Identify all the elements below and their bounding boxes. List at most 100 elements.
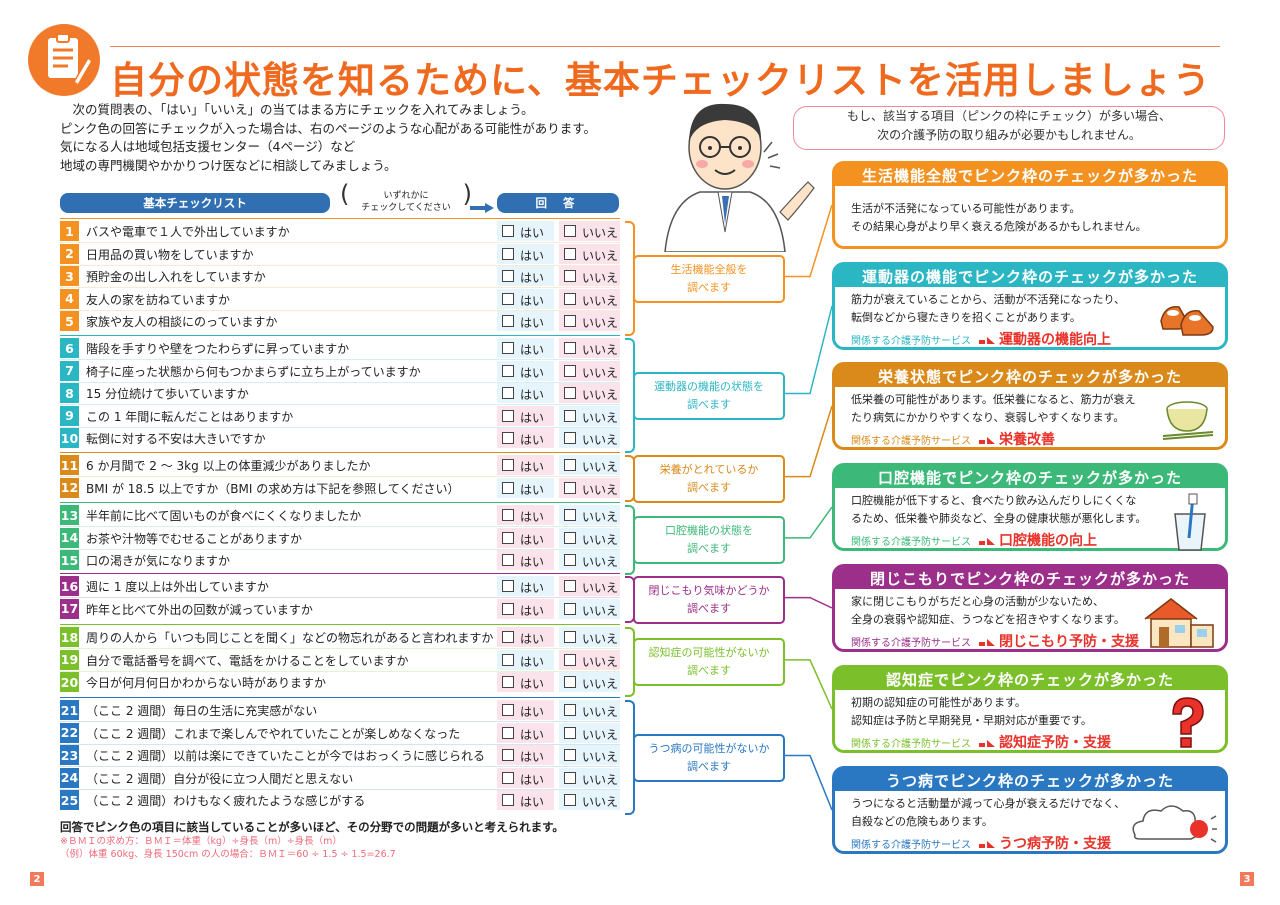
- no-checkbox[interactable]: [564, 554, 576, 567]
- answer-no-cell[interactable]: いいえ: [559, 288, 620, 309]
- answer-no-cell[interactable]: いいえ: [559, 243, 620, 264]
- answer-no-cell[interactable]: いいえ: [559, 477, 620, 498]
- answer-no-cell[interactable]: いいえ: [559, 672, 620, 693]
- yes-checkbox[interactable]: [502, 531, 514, 544]
- answer-no-cell[interactable]: いいえ: [559, 338, 620, 358]
- no-checkbox[interactable]: [564, 387, 576, 400]
- no-checkbox[interactable]: [564, 364, 576, 377]
- answer-no-cell[interactable]: いいえ: [559, 527, 620, 548]
- answer-no-cell[interactable]: いいえ: [559, 455, 620, 475]
- answer-yes-cell[interactable]: はい: [497, 360, 554, 381]
- answer-yes-cell[interactable]: はい: [497, 767, 554, 788]
- answer-no-cell[interactable]: いいえ: [559, 405, 620, 426]
- no-checkbox[interactable]: [564, 531, 576, 544]
- no-checkbox[interactable]: [564, 225, 576, 237]
- no-checkbox[interactable]: [564, 315, 576, 328]
- yes-checkbox[interactable]: [502, 481, 514, 494]
- no-checkbox[interactable]: [564, 432, 576, 445]
- answer-yes-cell[interactable]: はい: [497, 790, 554, 811]
- no-checkbox[interactable]: [564, 292, 576, 305]
- yes-checkbox[interactable]: [502, 387, 514, 400]
- answer-yes-cell[interactable]: はい: [497, 266, 554, 287]
- answer-yes-cell[interactable]: はい: [497, 649, 554, 670]
- answer-no-cell[interactable]: いいえ: [559, 700, 620, 720]
- answer-yes-cell[interactable]: はい: [497, 383, 554, 404]
- no-checkbox[interactable]: [564, 653, 576, 666]
- answer-no-cell[interactable]: いいえ: [559, 383, 620, 404]
- answer-yes-cell[interactable]: はい: [497, 527, 554, 548]
- answer-yes-cell[interactable]: はい: [497, 455, 554, 475]
- answer-no-cell[interactable]: いいえ: [559, 598, 620, 619]
- yes-checkbox[interactable]: [502, 580, 514, 592]
- answer-no-cell[interactable]: いいえ: [559, 550, 620, 571]
- answer-no-cell[interactable]: いいえ: [559, 576, 620, 596]
- no-checkbox[interactable]: [564, 481, 576, 494]
- answer-yes-cell[interactable]: はい: [497, 338, 554, 358]
- no-checkbox[interactable]: [564, 794, 576, 807]
- yes-checkbox[interactable]: [502, 554, 514, 567]
- answer-no-cell[interactable]: いいえ: [559, 221, 620, 241]
- no-checkbox[interactable]: [564, 247, 576, 260]
- no-checkbox[interactable]: [564, 509, 576, 521]
- answer-no-cell[interactable]: いいえ: [559, 627, 620, 647]
- answer-no-cell[interactable]: いいえ: [559, 649, 620, 670]
- answer-yes-cell[interactable]: はい: [497, 477, 554, 498]
- yes-checkbox[interactable]: [502, 794, 514, 807]
- yes-checkbox[interactable]: [502, 315, 514, 328]
- yes-checkbox[interactable]: [502, 459, 514, 471]
- answer-yes-cell[interactable]: はい: [497, 405, 554, 426]
- answer-yes-cell[interactable]: はい: [497, 550, 554, 571]
- answer-yes-cell[interactable]: はい: [497, 722, 554, 743]
- yes-checkbox[interactable]: [502, 749, 514, 762]
- answer-no-cell[interactable]: いいえ: [559, 722, 620, 743]
- yes-checkbox[interactable]: [502, 225, 514, 237]
- answer-yes-cell[interactable]: はい: [497, 672, 554, 693]
- no-checkbox[interactable]: [564, 631, 576, 643]
- answer-yes-cell[interactable]: はい: [497, 576, 554, 596]
- answer-no-cell[interactable]: いいえ: [559, 790, 620, 811]
- no-checkbox[interactable]: [564, 270, 576, 283]
- no-checkbox[interactable]: [564, 602, 576, 615]
- yes-checkbox[interactable]: [502, 292, 514, 305]
- no-checkbox[interactable]: [564, 342, 576, 354]
- yes-checkbox[interactable]: [502, 602, 514, 615]
- no-checkbox[interactable]: [564, 409, 576, 422]
- no-checkbox[interactable]: [564, 580, 576, 592]
- yes-checkbox[interactable]: [502, 364, 514, 377]
- yes-checkbox[interactable]: [502, 726, 514, 739]
- yes-checkbox[interactable]: [502, 342, 514, 354]
- no-checkbox[interactable]: [564, 704, 576, 716]
- answer-no-cell[interactable]: いいえ: [559, 767, 620, 788]
- answer-no-cell[interactable]: いいえ: [559, 360, 620, 381]
- answer-yes-cell[interactable]: はい: [497, 700, 554, 720]
- answer-yes-cell[interactable]: はい: [497, 288, 554, 309]
- answer-no-cell[interactable]: いいえ: [559, 505, 620, 525]
- yes-checkbox[interactable]: [502, 771, 514, 784]
- no-checkbox[interactable]: [564, 771, 576, 784]
- answer-yes-cell[interactable]: はい: [497, 627, 554, 647]
- answer-yes-cell[interactable]: はい: [497, 243, 554, 264]
- answer-yes-cell[interactable]: はい: [497, 311, 554, 332]
- answer-no-cell[interactable]: いいえ: [559, 428, 620, 449]
- yes-checkbox[interactable]: [502, 631, 514, 643]
- yes-checkbox[interactable]: [502, 247, 514, 260]
- answer-yes-cell[interactable]: はい: [497, 221, 554, 241]
- no-checkbox[interactable]: [564, 459, 576, 471]
- no-checkbox[interactable]: [564, 676, 576, 689]
- answer-no-cell[interactable]: いいえ: [559, 266, 620, 287]
- answer-yes-cell[interactable]: はい: [497, 505, 554, 525]
- yes-checkbox[interactable]: [502, 653, 514, 666]
- yes-checkbox[interactable]: [502, 704, 514, 716]
- answer-yes-cell[interactable]: はい: [497, 428, 554, 449]
- yes-checkbox[interactable]: [502, 409, 514, 422]
- yes-checkbox[interactable]: [502, 270, 514, 283]
- yes-checkbox[interactable]: [502, 509, 514, 521]
- answer-yes-cell[interactable]: はい: [497, 745, 554, 766]
- yes-checkbox[interactable]: [502, 676, 514, 689]
- answer-no-cell[interactable]: いいえ: [559, 745, 620, 766]
- answer-yes-cell[interactable]: はい: [497, 598, 554, 619]
- yes-checkbox[interactable]: [502, 432, 514, 445]
- no-checkbox[interactable]: [564, 726, 576, 739]
- answer-no-cell[interactable]: いいえ: [559, 311, 620, 332]
- no-checkbox[interactable]: [564, 749, 576, 762]
